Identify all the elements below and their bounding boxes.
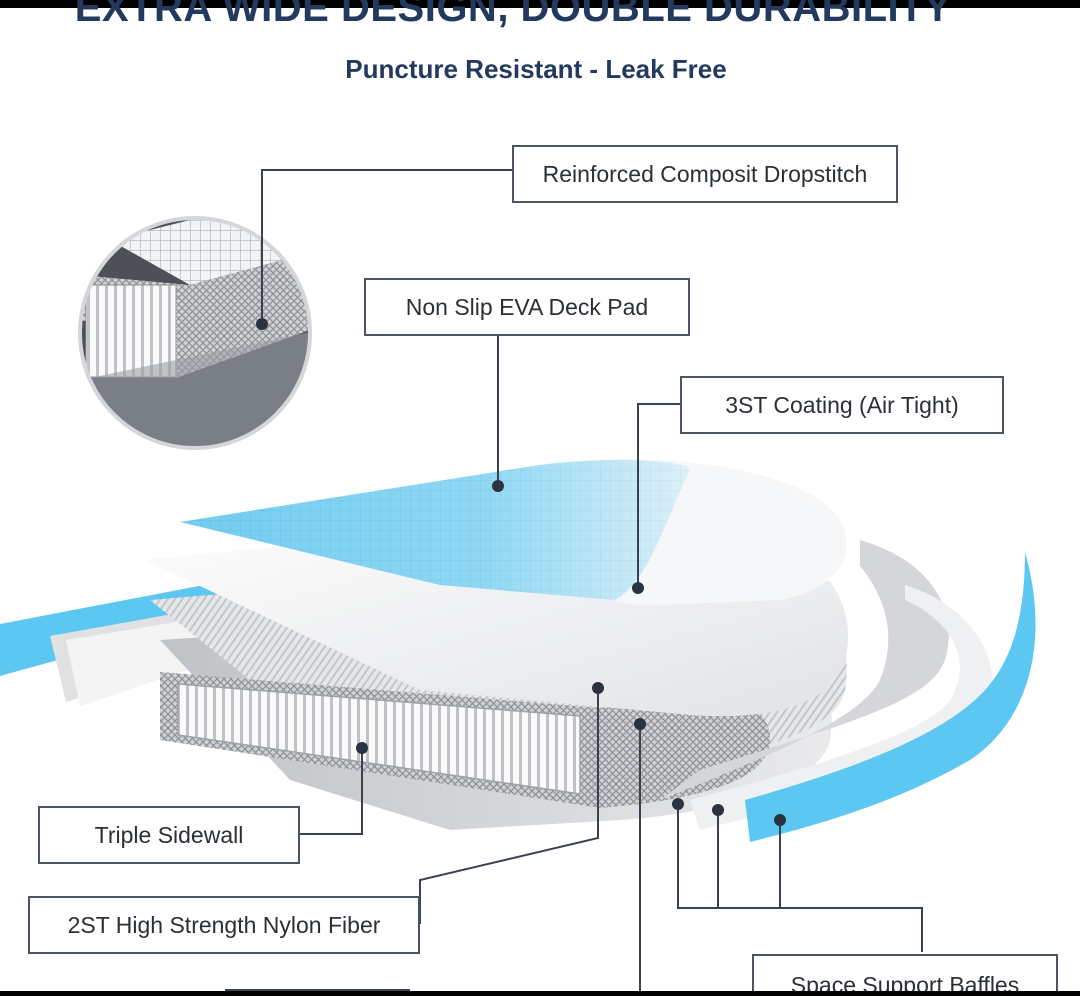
dropstitch-magnifier — [80, 218, 310, 448]
right-grey-strip — [660, 540, 949, 800]
magnifier-ring — [78, 216, 312, 450]
label-eva-deck-pad: Non Slip EVA Deck Pad — [364, 278, 690, 336]
label-nylon-fiber: 2ST High Strength Nylon Fiber — [28, 896, 420, 954]
leader-lines — [261, 169, 923, 996]
top-border — [0, 0, 1080, 8]
page-subtitle: Puncture Resistant - Leak Free — [345, 54, 727, 84]
label-space-support-baffles: Space Support Baffles — [752, 954, 1058, 996]
right-blue-strip — [745, 552, 1036, 842]
leader-dots — [256, 318, 786, 826]
label-triple-sidewall: Triple Sidewall — [38, 806, 300, 864]
bottom-border — [0, 991, 1080, 996]
dropstitch-core — [177, 683, 581, 795]
page-title-text: EXTRA WIDE DESIGN, DOUBLE DURABILITY — [74, 0, 952, 30]
label-reinforced-dropstitch: Reinforced Composit Dropstitch — [512, 145, 898, 203]
page-title: EXTRA WIDE DESIGN, DOUBLE DURABILITY — [0, 0, 1080, 44]
eva-deck-texture — [180, 460, 690, 600]
label-3st-coating: 3ST Coating (Air Tight) — [680, 376, 1004, 434]
